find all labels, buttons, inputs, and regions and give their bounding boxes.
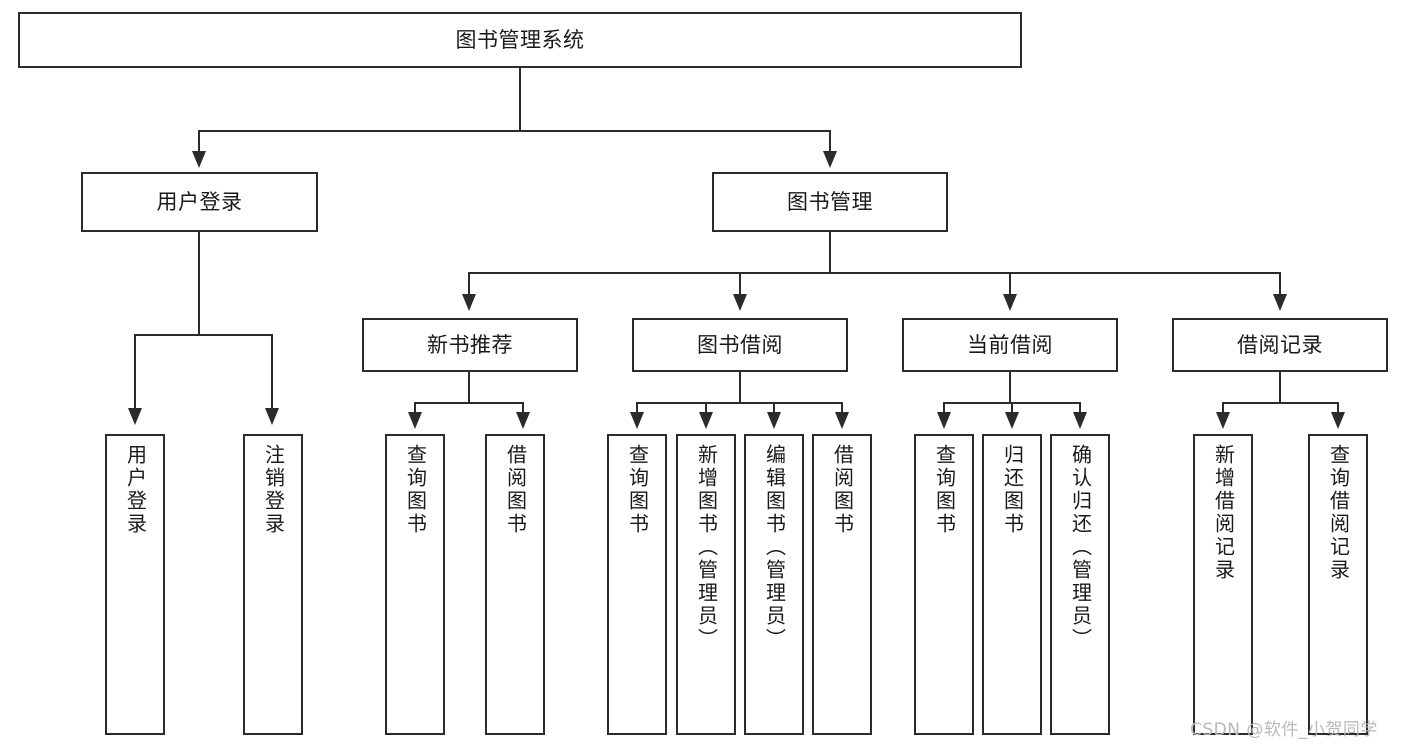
connector-bb-stem (739, 372, 741, 403)
leaf-logout[interactable]: 注销登录 (243, 434, 303, 735)
connector-bb-drop-3 (773, 402, 775, 414)
connector-nbr-drop-2 (522, 402, 524, 414)
connector-book-management-bus (468, 272, 1280, 274)
arrowhead-bb-leaf-4 (835, 412, 849, 429)
arrowhead-cb-leaf-3 (1073, 412, 1087, 429)
connector-cb-stem (1009, 372, 1011, 403)
connector-br-drop-2 (1337, 402, 1339, 414)
leaf-nbr-borrow-book[interactable]: 借阅图书 (485, 434, 545, 735)
arrowhead-new-book-recommend (462, 294, 476, 311)
connector-bm-drop-1 (468, 272, 470, 296)
connector-cb-drop-3 (1079, 402, 1081, 414)
node-label: 图书管理系统 (455, 27, 585, 52)
connector-nbr-bus (414, 402, 524, 404)
arrowhead-cb-leaf-2 (1005, 412, 1019, 429)
leaf-br-query-record[interactable]: 查询借阅记录 (1308, 434, 1368, 735)
leaf-label: 查询图书 (932, 444, 957, 536)
leaf-nbr-query-book[interactable]: 查询图书 (385, 434, 445, 735)
connector-bb-drop-2 (705, 402, 707, 414)
node-label: 图书借阅 (697, 332, 783, 357)
leaf-label: 编辑图书（管理员） (762, 444, 787, 651)
arrowhead-leaf-user-login (128, 408, 142, 425)
connector-cb-drop-1 (943, 402, 945, 414)
node-book-borrow[interactable]: 图书借阅 (632, 318, 848, 372)
node-label: 借阅记录 (1237, 332, 1323, 357)
arrowhead-current-borrow (1003, 294, 1017, 311)
connector-bm-drop-2 (739, 272, 741, 296)
leaf-label: 查询借阅记录 (1326, 444, 1351, 582)
connector-bm-drop-3 (1009, 272, 1011, 296)
arrowhead-user-login (192, 151, 206, 168)
connector-nbr-stem (468, 372, 470, 403)
leaf-label: 用户登录 (123, 444, 148, 536)
connector-root-stem (519, 68, 521, 131)
arrowhead-nbr-leaf-2 (516, 412, 530, 429)
leaf-bb-add-book-admin[interactable]: 新增图书（管理员） (676, 434, 736, 735)
connector-root-bus (198, 130, 831, 132)
connector-br-stem (1279, 372, 1281, 403)
arrowhead-br-leaf-1 (1216, 412, 1230, 429)
arrowhead-book-management (823, 151, 837, 168)
leaf-label: 归还图书 (1000, 444, 1025, 536)
node-label: 用户登录 (156, 189, 243, 214)
node-current-borrow[interactable]: 当前借阅 (902, 318, 1118, 372)
arrowhead-bb-leaf-3 (767, 412, 781, 429)
leaf-label: 确认归还（管理员） (1068, 444, 1093, 651)
node-label: 当前借阅 (967, 332, 1053, 357)
leaf-label: 借阅图书 (503, 444, 528, 536)
leaf-label: 新增图书（管理员） (694, 444, 719, 651)
connector-user-login-stem (198, 232, 200, 335)
connector-bb-drop-4 (841, 402, 843, 414)
leaf-br-add-record[interactable]: 新增借阅记录 (1193, 434, 1253, 735)
arrowhead-bb-leaf-2 (699, 412, 713, 429)
connector-nbr-drop-1 (414, 402, 416, 414)
leaf-bb-query-book[interactable]: 查询图书 (607, 434, 667, 735)
leaf-label: 查询图书 (403, 444, 428, 536)
connector-bb-bus (636, 402, 843, 404)
arrowhead-nbr-leaf-1 (408, 412, 422, 429)
arrowhead-leaf-logout (265, 408, 279, 425)
node-book-management[interactable]: 图书管理 (712, 172, 948, 232)
node-new-book-recommend[interactable]: 新书推荐 (362, 318, 578, 372)
csdn-watermark: CSDN @软件_小贺同学 (1190, 720, 1378, 740)
leaf-cb-confirm-return-admin[interactable]: 确认归还（管理员） (1050, 434, 1110, 735)
connector-user-login-drop-2 (271, 334, 273, 410)
connector-bm-drop-4 (1279, 272, 1281, 296)
connector-cb-drop-2 (1011, 402, 1013, 414)
node-label: 新书推荐 (427, 332, 513, 357)
connector-book-management-stem (829, 232, 831, 273)
arrowhead-bb-leaf-1 (630, 412, 644, 429)
leaf-bb-borrow-book[interactable]: 借阅图书 (812, 434, 872, 735)
leaf-label: 查询图书 (625, 444, 650, 536)
leaf-cb-return-book[interactable]: 归还图书 (982, 434, 1042, 735)
node-root-book-management-system[interactable]: 图书管理系统 (18, 12, 1022, 68)
connector-root-drop-left (198, 130, 200, 153)
arrowhead-borrow-record (1273, 294, 1287, 311)
node-user-login[interactable]: 用户登录 (81, 172, 318, 232)
leaf-label: 借阅图书 (830, 444, 855, 536)
connector-root-drop-right (829, 130, 831, 153)
leaf-label: 注销登录 (261, 444, 286, 536)
arrowhead-book-borrow (733, 294, 747, 311)
leaf-cb-query-book[interactable]: 查询图书 (914, 434, 974, 735)
node-borrow-record[interactable]: 借阅记录 (1172, 318, 1388, 372)
arrowhead-br-leaf-2 (1331, 412, 1345, 429)
leaf-label: 新增借阅记录 (1211, 444, 1236, 582)
connector-user-login-drop-1 (134, 334, 136, 410)
connector-user-login-bus (134, 334, 272, 336)
connector-bb-drop-1 (636, 402, 638, 414)
connector-br-drop-1 (1222, 402, 1224, 414)
leaf-bb-edit-book-admin[interactable]: 编辑图书（管理员） (744, 434, 804, 735)
leaf-user-login[interactable]: 用户登录 (105, 434, 165, 735)
arrowhead-cb-leaf-1 (937, 412, 951, 429)
node-label: 图书管理 (787, 189, 873, 214)
connector-br-bus (1222, 402, 1339, 404)
